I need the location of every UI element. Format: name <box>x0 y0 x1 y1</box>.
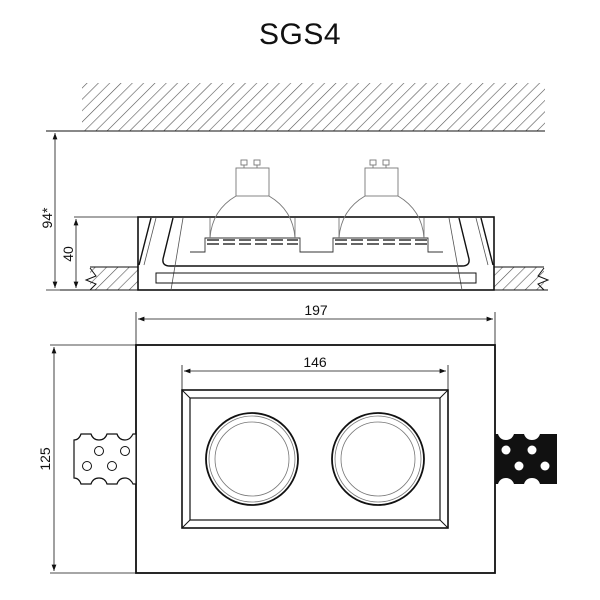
right-clip <box>495 434 557 484</box>
drawing-title: SGS4 <box>258 18 342 51</box>
dim-total-depth: 94* <box>39 207 55 229</box>
lamp-opening-left <box>205 412 299 506</box>
dim-inner-width: 146 <box>303 354 327 370</box>
wall-hatch-right <box>494 267 544 290</box>
dim-body-depth: 40 <box>60 246 76 262</box>
top-view: 197 146 <box>37 302 557 574</box>
wall-hatch-left <box>90 267 138 290</box>
fixture-body-side <box>137 216 495 291</box>
lamp-opening-right <box>331 412 425 506</box>
left-clip <box>73 433 137 485</box>
ceiling-hatch <box>82 83 545 131</box>
dim-outer-height: 125 <box>37 447 53 471</box>
dim-outer-width: 197 <box>304 302 328 318</box>
lamp-right <box>335 159 427 245</box>
lamp-left <box>207 159 298 245</box>
inner-frame <box>181 389 449 529</box>
side-view: 94* 40 <box>39 83 550 291</box>
